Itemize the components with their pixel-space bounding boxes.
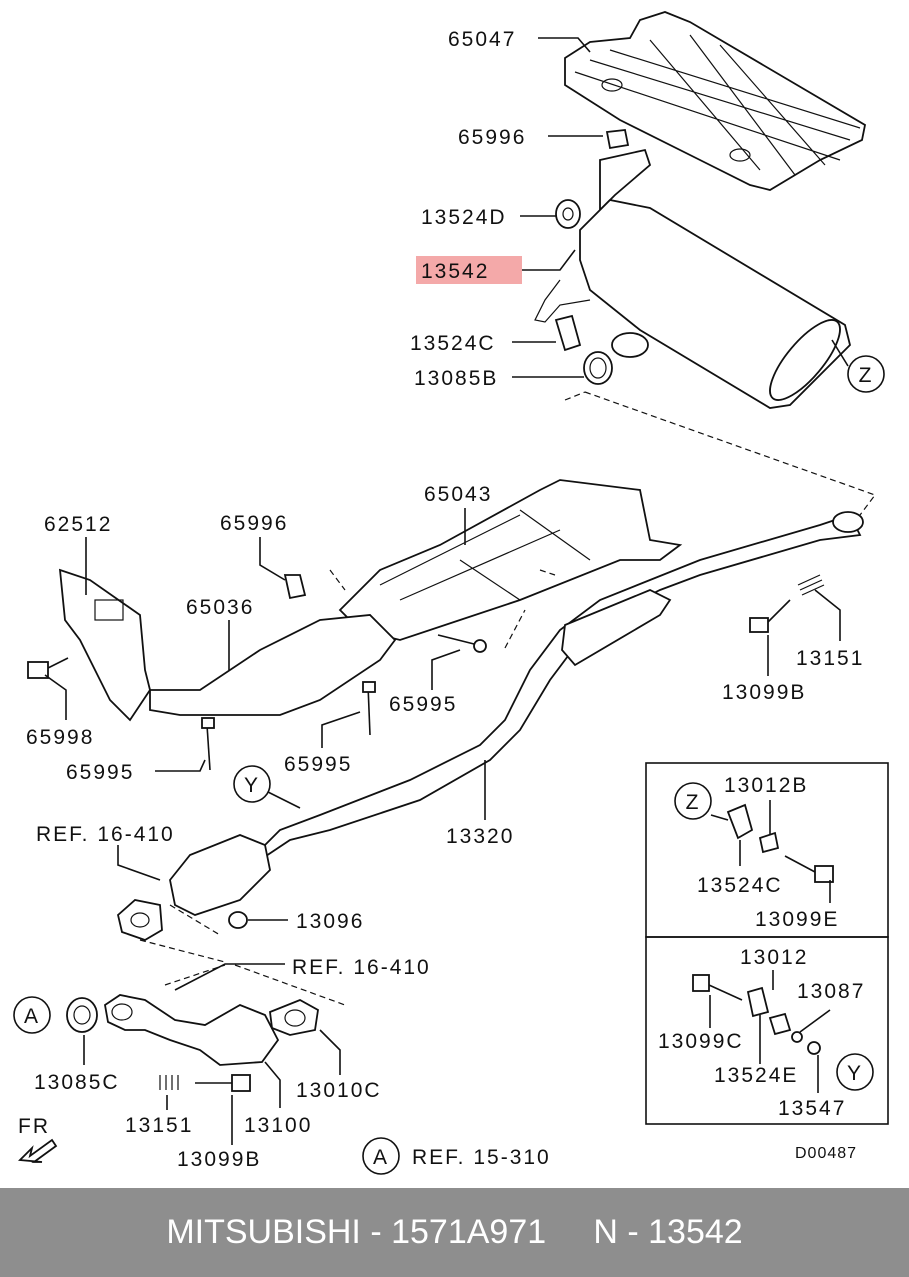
rubber-hanger-13524C-top xyxy=(554,314,582,352)
callout-a-left: A xyxy=(13,996,51,1034)
label-13099B-right: 13099B xyxy=(722,681,806,704)
detail-box-y: Y xyxy=(645,936,889,1125)
gasket-13096 xyxy=(228,911,248,929)
bolt-65998 xyxy=(27,657,69,679)
gasket-13010C xyxy=(269,999,319,1036)
label-62512: 62512 xyxy=(44,513,112,536)
svg-text:A: A xyxy=(24,1005,40,1028)
diagram-code: D00487 xyxy=(795,1145,857,1162)
label-13524D: 13524D xyxy=(421,206,507,229)
label-13087: 13087 xyxy=(797,980,865,1003)
exhaust-parts-diagram: Z xyxy=(13,11,889,1175)
front-arrow-icon xyxy=(18,1138,58,1163)
label-65047: 65047 xyxy=(448,28,516,51)
leader-lines xyxy=(44,37,841,1145)
bolt-65995-a xyxy=(201,717,215,771)
heat-shield-65043 xyxy=(338,479,683,641)
label-13099C: 13099C xyxy=(658,1030,744,1053)
heat-shield-65036 xyxy=(149,614,397,716)
label-65995-a: 65995 xyxy=(66,761,134,784)
label-13085C: 13085C xyxy=(34,1071,120,1094)
label-13010C: 13010C xyxy=(296,1079,382,1102)
spring-13151-left xyxy=(159,1075,179,1090)
label-13524C-top: 13524C xyxy=(410,332,496,355)
spring-13151-right xyxy=(797,574,825,596)
label-13524E: 13524E xyxy=(714,1064,798,1087)
label-65995-b: 65995 xyxy=(284,753,352,776)
callout-z-top: Z xyxy=(831,339,885,393)
bolt-13099B-left xyxy=(195,1074,251,1092)
muffler-13542 xyxy=(534,148,851,409)
label-13085B: 13085B xyxy=(414,367,498,390)
label-13320: 13320 xyxy=(446,825,514,848)
nut-65996-center xyxy=(283,574,307,600)
heat-shield-65047 xyxy=(564,11,867,191)
label-13012: 13012 xyxy=(740,946,808,969)
bolt-65995-c xyxy=(437,634,487,653)
label-ref-16-410-top: REF. 16-410 xyxy=(36,823,175,846)
callout-a-ref: A xyxy=(362,1137,400,1175)
catalytic-converter-front xyxy=(117,834,271,941)
label-ref-15-310: REF. 15-310 xyxy=(412,1146,551,1169)
svg-text:Y: Y xyxy=(847,1062,863,1085)
front-pipe-13100 xyxy=(104,994,280,1066)
rubber-hanger-13524D xyxy=(555,199,581,229)
svg-text:Y: Y xyxy=(244,774,260,797)
bolt-65995-b xyxy=(362,681,376,736)
label-13151-left: 13151 xyxy=(125,1114,193,1137)
label-65996-top: 65996 xyxy=(458,126,526,149)
gasket-13085B xyxy=(583,351,613,385)
label-13012B: 13012B xyxy=(724,774,808,797)
label-13547: 13547 xyxy=(778,1097,846,1120)
label-13099B-left: 13099B xyxy=(177,1148,261,1171)
label-fr: FR xyxy=(18,1115,50,1138)
hanger-65996-top xyxy=(605,129,630,150)
label-65043: 65043 xyxy=(424,483,492,506)
footer-part-number: MITSUBISHI - 1571A971 N - 13542 xyxy=(166,1213,743,1251)
bolt-13099B-right xyxy=(749,599,791,633)
label-13100: 13100 xyxy=(244,1114,312,1137)
label-ref-16-410-bottom: REF. 16-410 xyxy=(292,956,431,979)
label-13151-right: 13151 xyxy=(796,647,864,670)
label-13524C-detail: 13524C xyxy=(697,874,783,897)
bracket-62512 xyxy=(58,568,151,722)
highlight-13542 xyxy=(416,256,522,284)
gasket-13085C xyxy=(66,997,98,1033)
callout-y-left: Y xyxy=(233,765,301,809)
footer-bar: MITSUBISHI - 1571A971 N - 13542 xyxy=(0,1188,909,1277)
svg-text:A: A xyxy=(373,1146,389,1169)
label-13542: 13542 xyxy=(421,260,489,283)
label-13099E: 13099E xyxy=(755,908,839,931)
svg-text:Z: Z xyxy=(859,364,874,387)
label-65036: 65036 xyxy=(186,596,254,619)
label-65995-c: 65995 xyxy=(389,693,457,716)
label-13096: 13096 xyxy=(296,910,364,933)
label-65998: 65998 xyxy=(26,726,94,749)
label-65996-center: 65996 xyxy=(220,512,288,535)
svg-text:Z: Z xyxy=(686,791,701,814)
